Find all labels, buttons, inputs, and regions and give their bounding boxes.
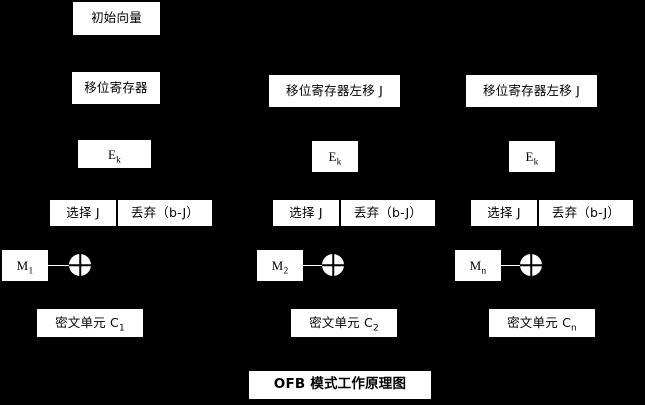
ciphertext-box-n: 密文单元 Cn <box>489 309 595 337</box>
plaintext-label-2: M2 <box>271 258 289 277</box>
shift-register-box-1: 移位寄存器 <box>72 72 160 104</box>
ciphertext-subscript-n: n <box>571 323 577 334</box>
plaintext-box-2: M2 <box>257 250 303 281</box>
discard-label-1: 丢弃（b-J） <box>130 204 200 220</box>
discard-box-1: 丢弃（b-J） <box>118 200 212 226</box>
ciphertext-label-n: 密文单元 Cn <box>507 314 577 334</box>
encrypt-subscript-2: k <box>336 157 342 168</box>
encrypt-box-n: Ek <box>509 141 555 172</box>
encrypt-label-2: Ek <box>328 149 342 168</box>
plaintext-subscript-2: 2 <box>283 266 289 277</box>
encrypt-subscript-n: k <box>533 157 539 168</box>
plaintext-connector-1 <box>48 265 70 266</box>
plaintext-connector-2 <box>303 265 323 266</box>
encrypt-subscript-1: k <box>116 155 122 166</box>
plaintext-box-1: M1 <box>2 250 48 281</box>
discard-label-2: 丢弃（b-J） <box>353 204 423 220</box>
shift-register-label-n: 移位寄存器左移 J <box>483 82 580 98</box>
discard-label-n: 丢弃（b-J） <box>551 204 621 220</box>
plaintext-box-n: Mn <box>455 250 501 281</box>
plaintext-connector-n <box>501 265 521 266</box>
shift-register-label-2: 移位寄存器左移 J <box>286 82 383 98</box>
shift-register-box-n: 移位寄存器左移 J <box>466 75 597 107</box>
encrypt-label-n: Ek <box>525 149 539 168</box>
ciphertext-subscript-1: 1 <box>118 323 125 334</box>
select-box-n: 选择 J <box>471 200 537 226</box>
shift-register-label-1: 移位寄存器 <box>84 79 148 95</box>
plaintext-label-1: M1 <box>16 258 34 277</box>
init-vector-label: 初始向量 <box>91 10 142 26</box>
ciphertext-box-1: 密文单元 C1 <box>37 309 143 337</box>
encrypt-label-1: Ek <box>107 146 122 166</box>
shift-register-box-2: 移位寄存器左移 J <box>269 75 400 107</box>
ciphertext-label-1: 密文单元 C1 <box>55 314 125 334</box>
ciphertext-subscript-2: 2 <box>372 323 379 334</box>
select-box-1: 选择 J <box>50 200 116 226</box>
xor-operator-n <box>520 254 542 276</box>
select-box-2: 选择 J <box>273 200 339 226</box>
ciphertext-label-2: 密文单元 C2 <box>309 314 379 334</box>
plaintext-subscript-1: 1 <box>28 266 34 277</box>
plaintext-label-n: Mn <box>469 258 487 277</box>
xor-operator-2 <box>322 254 344 276</box>
diagram-title-box: OFB 模式工作原理图 <box>249 371 431 399</box>
select-label-n: 选择 J <box>487 204 521 220</box>
xor-operator-1 <box>69 254 91 276</box>
discard-box-2: 丢弃（b-J） <box>341 200 435 226</box>
select-label-1: 选择 J <box>66 204 100 220</box>
discard-box-n: 丢弃（b-J） <box>539 200 633 226</box>
init-vector-box: 初始向量 <box>73 2 160 35</box>
encrypt-box-2: Ek <box>312 141 358 172</box>
ciphertext-box-2: 密文单元 C2 <box>291 309 397 337</box>
encrypt-box-1: Ek <box>78 140 151 168</box>
plaintext-subscript-n: n <box>481 266 487 277</box>
diagram-title: OFB 模式工作原理图 <box>273 376 407 393</box>
select-label-2: 选择 J <box>289 204 323 220</box>
